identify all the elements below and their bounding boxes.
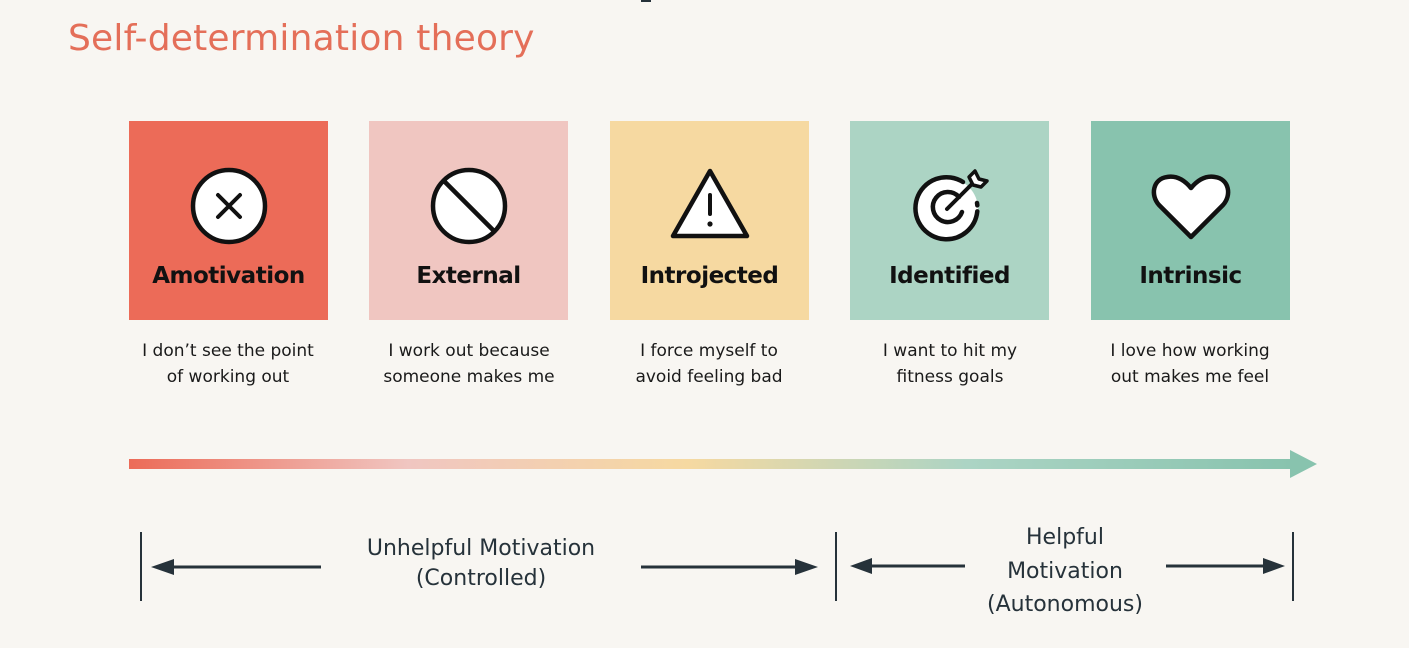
description-line: someone makes me	[383, 367, 555, 387]
bracket-middle-edge	[835, 532, 837, 601]
range-label-line: (Autonomous)	[987, 592, 1143, 617]
description-line: I want to hit my	[882, 341, 1018, 361]
description-line: I love how working	[1110, 341, 1270, 361]
description-line: I work out because	[388, 341, 550, 361]
unhelpful-motivation-label: Unhelpful Motivation (Controlled)	[330, 534, 632, 594]
arrow-right-icon	[641, 559, 818, 575]
range-label-line: (Controlled)	[415, 566, 547, 591]
arrow-right-icon	[1166, 558, 1285, 574]
stage-card-introjected: Introjected	[610, 121, 809, 320]
description-line: I don’t see the point	[142, 341, 314, 361]
continuum-gradient-bar	[129, 459, 1292, 469]
heart-icon	[1151, 174, 1230, 240]
bracket-left-edge	[140, 532, 142, 601]
x-circle-icon	[190, 167, 267, 245]
target-dart-icon	[912, 169, 989, 242]
continuum-arrowhead-icon	[1290, 450, 1317, 478]
stage-description-amotivation: I don’t see the point of working out	[108, 338, 348, 390]
stage-card-amotivation: Amotivation	[129, 121, 328, 320]
stage-label: Identified	[889, 263, 1010, 289]
description-line: out makes me feel	[1110, 367, 1270, 387]
stage-description-identified: I want to hit my fitness goals	[830, 338, 1070, 390]
range-label-line: Motivation	[1007, 558, 1123, 584]
stage-description-external: I work out because someone makes me	[349, 338, 589, 390]
description-line: fitness goals	[896, 367, 1004, 387]
stage-card-intrinsic: Intrinsic	[1091, 121, 1290, 320]
stage-card-identified: Identified	[850, 121, 1049, 320]
stage-card-external: External	[369, 121, 568, 320]
warning-triangle-icon	[670, 168, 749, 239]
stage-label: Intrinsic	[1139, 263, 1242, 289]
helpful-motivation-label: Helpful Motivation (Autonomous)	[965, 521, 1165, 622]
stage-description-introjected: I force myself to avoid feeling bad	[589, 338, 829, 390]
arrow-left-icon	[850, 558, 965, 574]
description-line: I force myself to	[640, 341, 778, 361]
range-label-line: Unhelpful Motivation	[366, 536, 596, 561]
stage-label: Introjected	[640, 263, 779, 289]
clipped-title-fragment	[641, 0, 651, 2]
description-line: of working out	[166, 367, 290, 387]
range-label-line: Helpful	[1026, 525, 1104, 550]
stage-description-intrinsic: I love how working out makes me feel	[1070, 338, 1310, 390]
description-line: avoid feeling bad	[635, 367, 783, 387]
stage-label: External	[416, 263, 521, 289]
bracket-right-edge	[1292, 532, 1294, 601]
arrow-left-icon	[151, 559, 321, 575]
page-subtitle: Self-determination theory	[68, 18, 535, 59]
stage-label: Amotivation	[152, 263, 305, 289]
prohibited-icon	[430, 167, 507, 245]
